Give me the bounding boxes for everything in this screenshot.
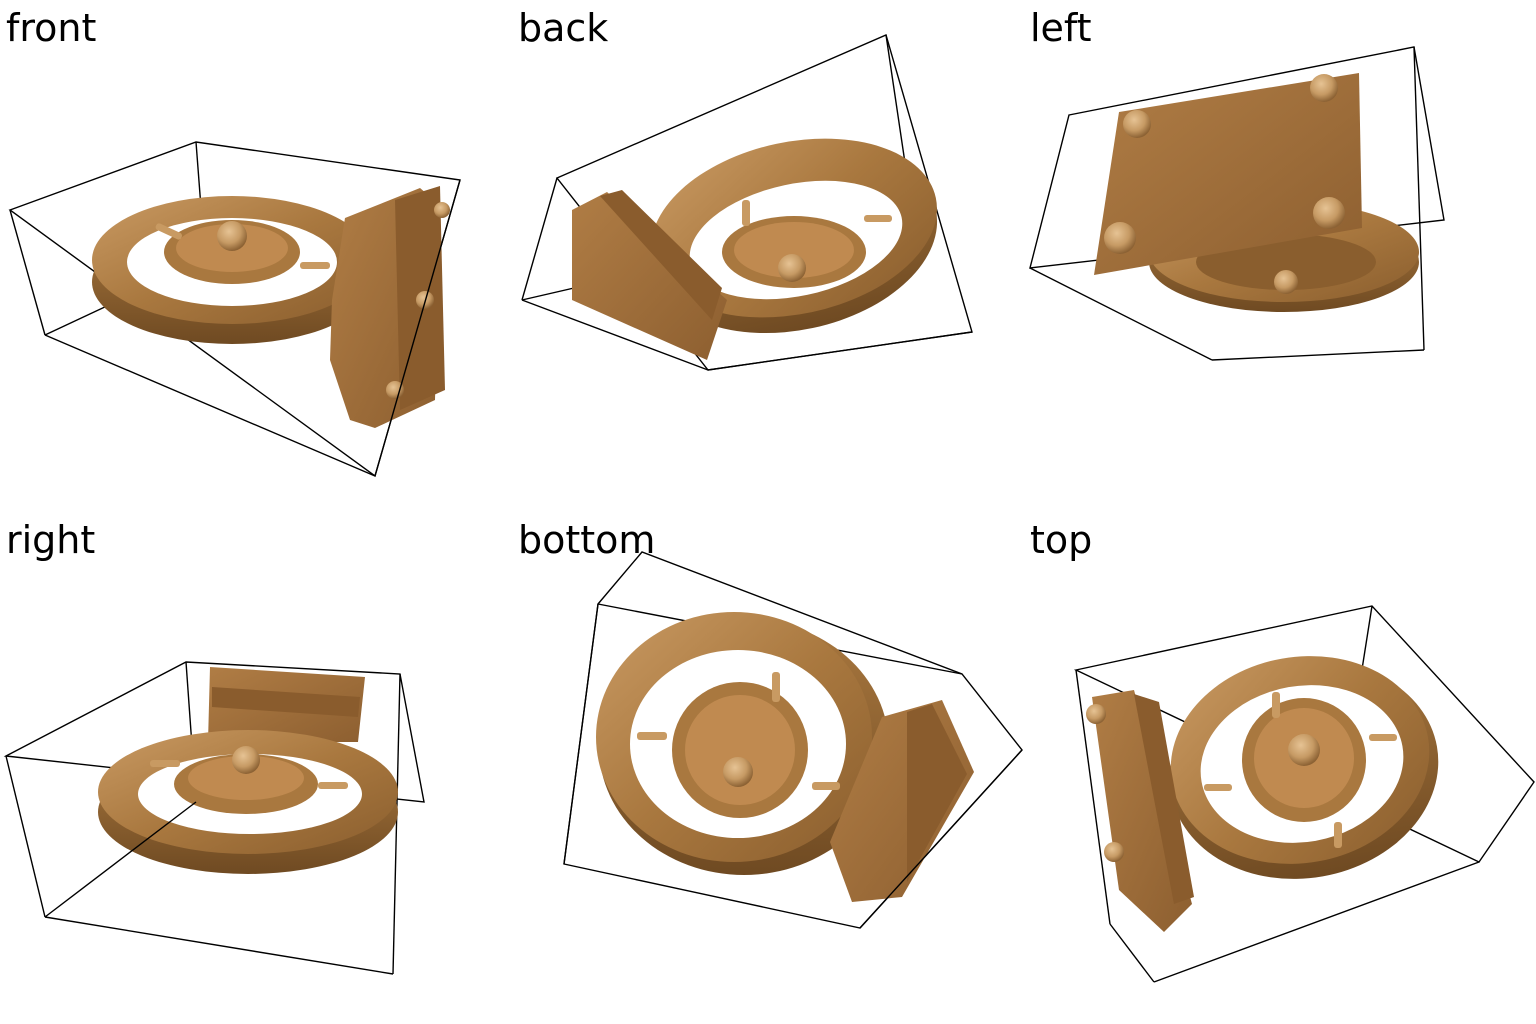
view-panel-bottom: bottom bbox=[512, 512, 1024, 1024]
view-label-bottom: bottom bbox=[518, 518, 656, 562]
wheel-render-right bbox=[3, 661, 425, 975]
view-panel-top: top bbox=[1024, 512, 1536, 1024]
wheel-render-front bbox=[8, 141, 461, 478]
view-label-front: front bbox=[6, 6, 97, 50]
wheel-render-left bbox=[1029, 46, 1445, 361]
view-panel-back: back bbox=[512, 0, 1024, 512]
wheel-render-bottom bbox=[563, 551, 1023, 929]
wheel-render-top bbox=[1073, 605, 1535, 983]
view-panel-right: right bbox=[0, 512, 512, 1024]
view-panel-front: front bbox=[0, 0, 512, 512]
wheel-render-back bbox=[521, 34, 973, 371]
view-label-back: back bbox=[518, 6, 609, 50]
view-label-right: right bbox=[6, 518, 96, 562]
view-label-left: left bbox=[1030, 6, 1092, 50]
view-label-top: top bbox=[1030, 518, 1093, 562]
view-panel-left: left bbox=[1024, 0, 1536, 512]
